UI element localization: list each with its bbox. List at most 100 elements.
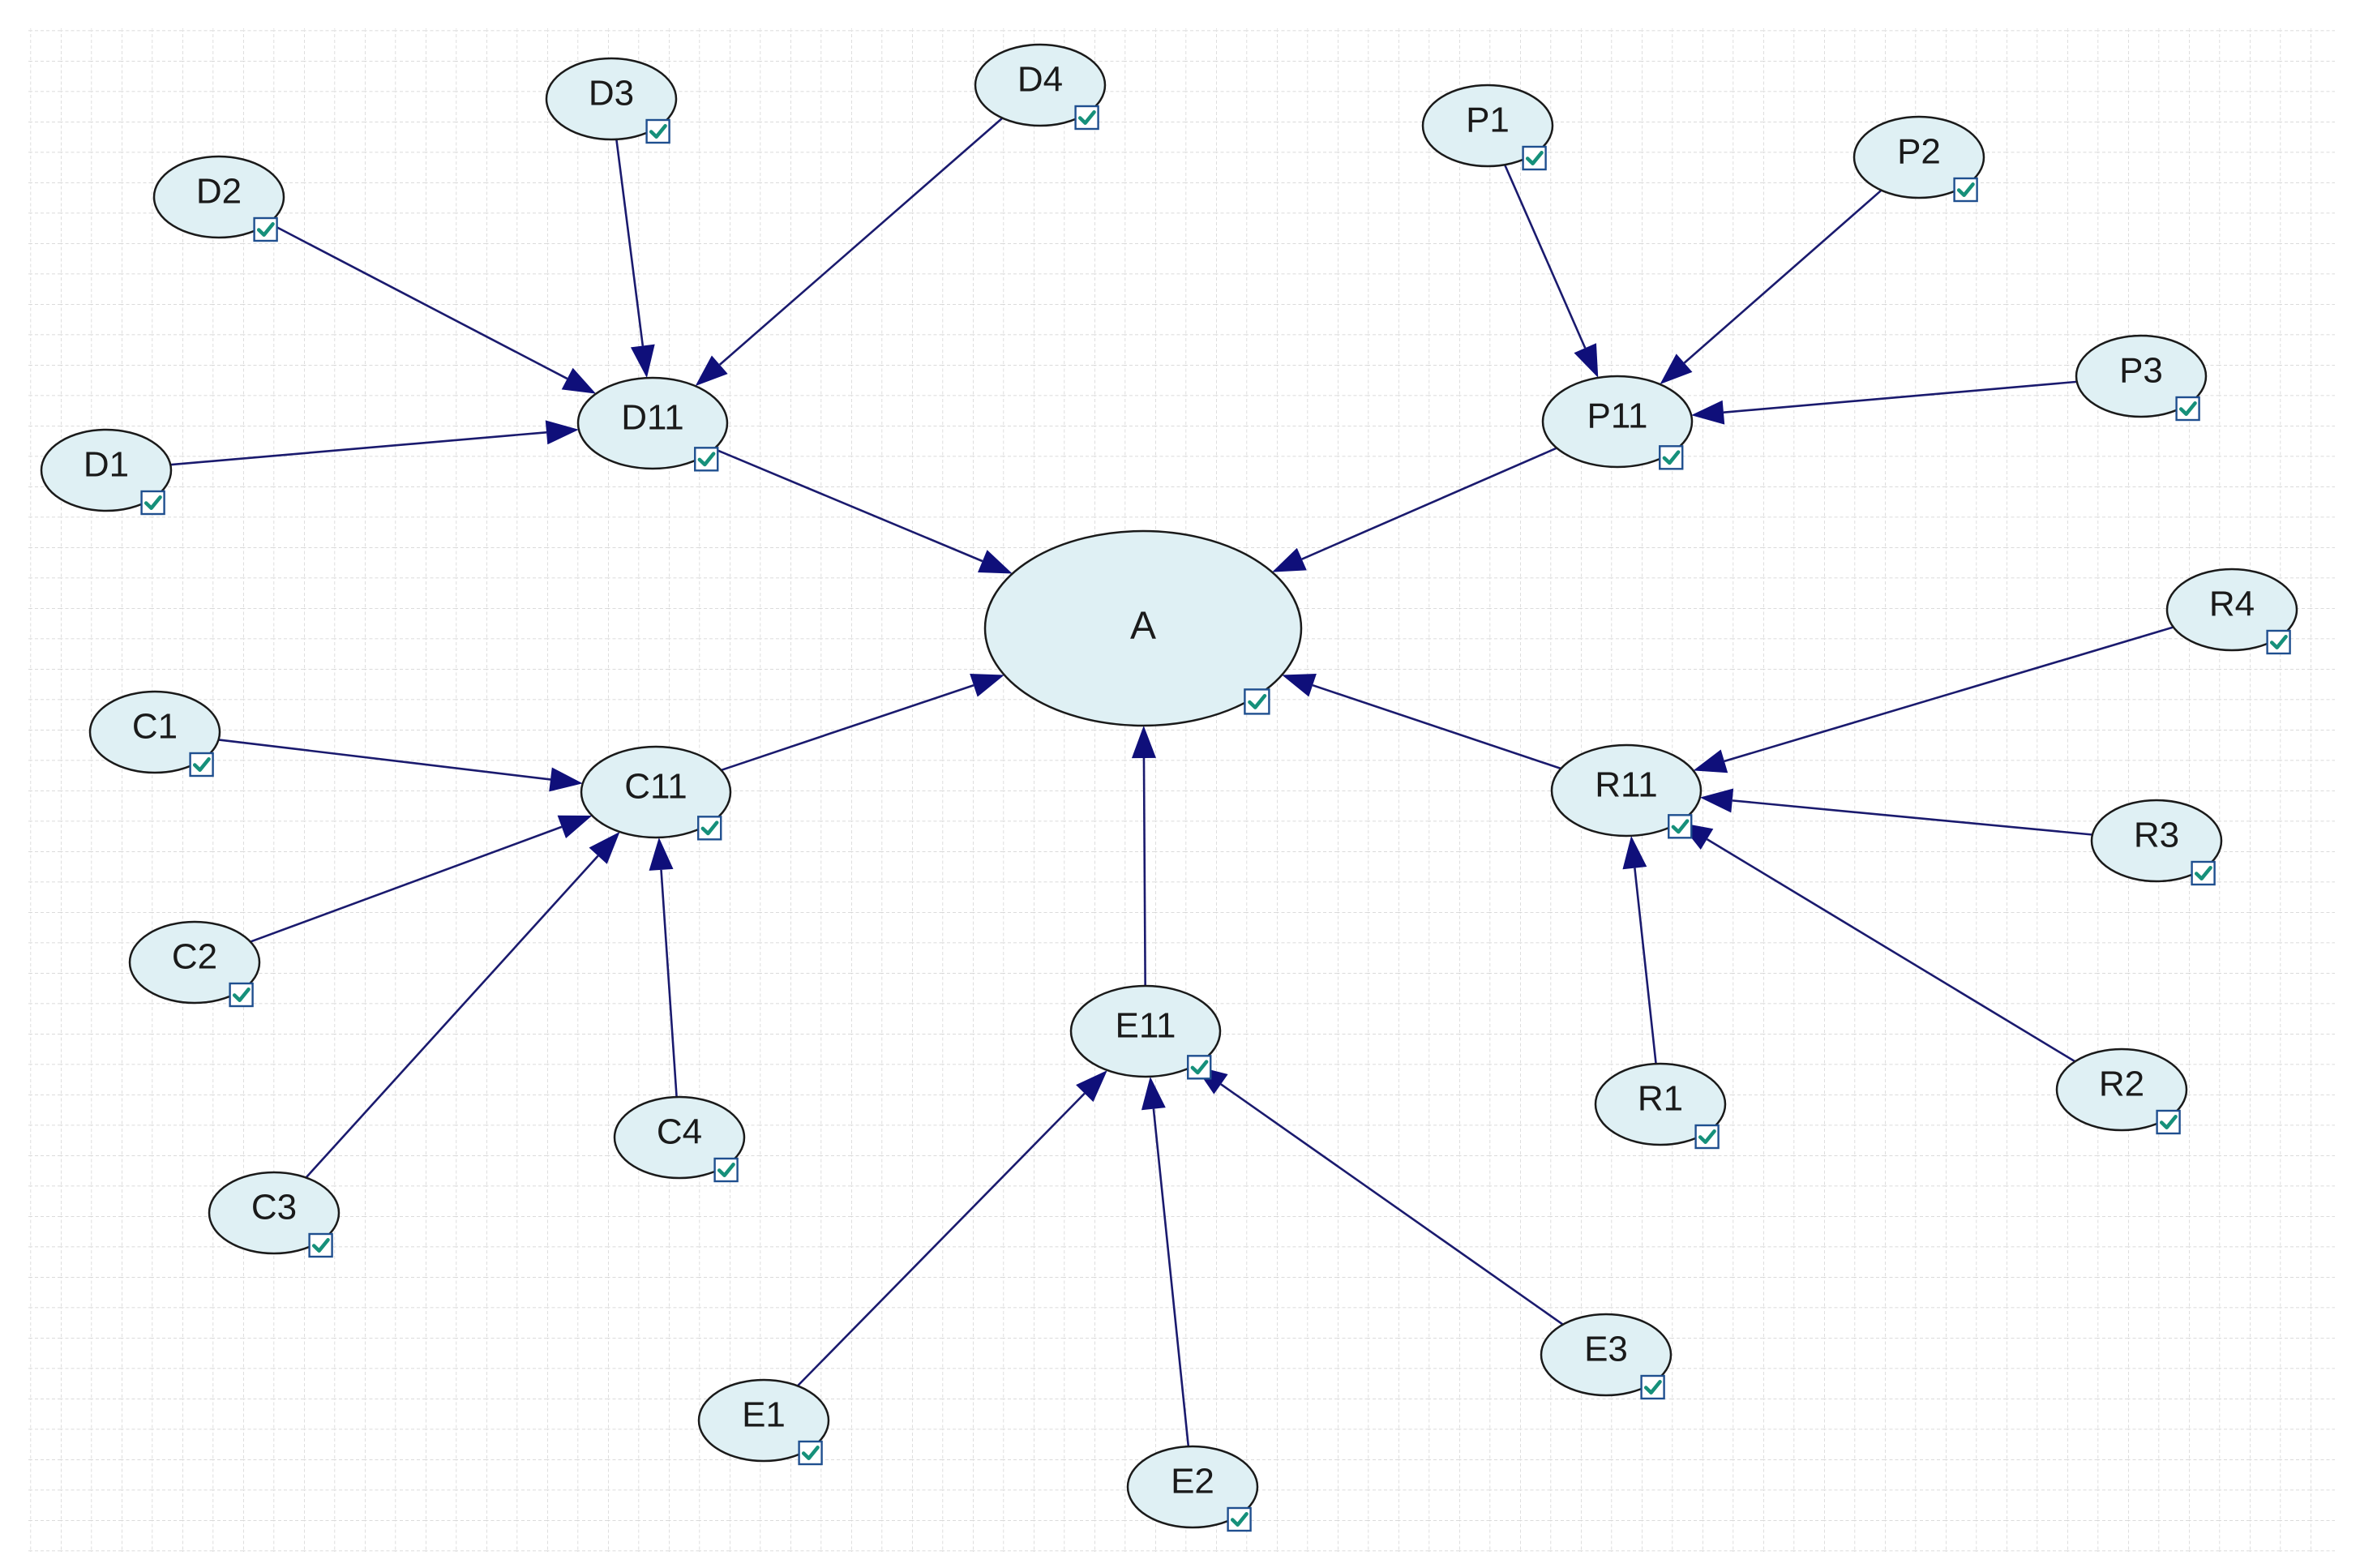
edge-line	[718, 117, 1004, 366]
checkbox-checked-icon	[140, 490, 165, 516]
edge-D11-to-A	[713, 448, 1013, 574]
checkbox-checked-icon	[1244, 688, 1270, 715]
edge-C4-to-C11	[649, 837, 678, 1098]
checkbox-checked-icon	[253, 216, 278, 242]
node-label: A	[1130, 605, 1156, 648]
checkbox-checked-icon	[229, 982, 254, 1008]
node-P11[interactable]: P11	[1541, 375, 1694, 470]
edge-P2-to-P11	[1660, 189, 1882, 385]
node-ellipse	[1540, 1313, 1673, 1397]
node-ellipse	[983, 529, 1303, 727]
arrowhead-icon	[630, 344, 655, 379]
node-C4[interactable]: C4	[613, 1095, 746, 1183]
node-label: C1	[132, 707, 178, 747]
node-D3[interactable]: D3	[545, 57, 678, 144]
edge-R11-to-A	[1282, 673, 1561, 770]
edge-line	[1634, 868, 1657, 1065]
checkbox-checked-icon	[2266, 629, 2291, 655]
edge-line	[1724, 626, 2174, 763]
node-ellipse	[128, 920, 261, 1005]
node-C2[interactable]: C2	[128, 920, 261, 1008]
node-label: E2	[1171, 1462, 1214, 1502]
node-label: E1	[742, 1395, 786, 1435]
edges-layer	[170, 117, 2174, 1447]
arrowhead-icon	[1699, 788, 1734, 813]
node-ellipse	[1069, 984, 1222, 1078]
node-ellipse	[2165, 568, 2298, 652]
edge-E11-to-A	[1131, 725, 1156, 987]
edge-line	[1732, 799, 2093, 836]
node-label: R11	[1595, 765, 1657, 805]
edge-line	[1706, 838, 2076, 1063]
checkbox-checked-icon	[713, 1157, 739, 1183]
node-D2[interactable]: D2	[152, 155, 285, 242]
node-label: P3	[2119, 351, 2163, 391]
arrowhead-icon	[1076, 1070, 1107, 1103]
node-ellipse	[1421, 84, 1554, 168]
edge-line	[713, 448, 983, 563]
node-D11[interactable]: D11	[576, 376, 729, 472]
edge-line	[1312, 683, 1561, 770]
node-ellipse	[1126, 1445, 1259, 1529]
node-ellipse	[40, 428, 173, 512]
node-P3[interactable]: P3	[2075, 334, 2208, 422]
edge-R1-to-R11	[1622, 835, 1657, 1065]
edge-D4-to-D11	[695, 117, 1004, 387]
node-E3[interactable]: E3	[1540, 1313, 1673, 1400]
node-E2[interactable]: E2	[1126, 1445, 1259, 1532]
node-ellipse	[1541, 375, 1694, 469]
node-E11[interactable]: E11	[1069, 984, 1222, 1080]
node-ellipse	[974, 43, 1107, 127]
edge-line	[218, 739, 551, 781]
arrowhead-icon	[1282, 673, 1317, 697]
node-R2[interactable]: R2	[2055, 1047, 2188, 1135]
edge-D3-to-D11	[615, 139, 655, 379]
arrowhead-icon	[557, 815, 593, 838]
arrowhead-icon	[970, 674, 1004, 697]
grid-background	[28, 28, 2335, 1553]
arrowhead-icon	[1574, 343, 1599, 378]
checkbox-checked-icon	[645, 118, 670, 144]
edge-R4-to-R11	[1693, 626, 2174, 773]
arrowhead-icon	[1622, 835, 1647, 870]
checkbox-checked-icon	[1640, 1374, 1665, 1400]
checkbox-checked-icon	[2156, 1109, 2181, 1135]
arrowhead-icon	[561, 367, 597, 394]
node-P2[interactable]: P2	[1852, 115, 1985, 203]
node-D4[interactable]: D4	[974, 43, 1107, 131]
node-A[interactable]: A	[983, 529, 1303, 727]
node-R11[interactable]: R11	[1550, 743, 1703, 839]
node-R1[interactable]: R1	[1594, 1062, 1727, 1150]
node-E1[interactable]: E1	[697, 1378, 830, 1466]
node-ellipse	[208, 1171, 341, 1255]
node-D1[interactable]: D1	[40, 428, 173, 516]
edge-line	[1723, 380, 2077, 413]
node-ellipse	[576, 376, 729, 470]
node-label: P1	[1466, 101, 1510, 140]
edge-line	[1152, 1108, 1190, 1447]
checkbox-checked-icon	[697, 816, 722, 841]
node-P1[interactable]: P1	[1421, 84, 1554, 171]
edge-P11-to-A	[1272, 447, 1557, 572]
edge-line	[268, 221, 568, 380]
edge-line	[615, 139, 645, 346]
node-C11[interactable]: C11	[580, 745, 732, 841]
edge-D2-to-D11	[268, 221, 597, 394]
node-ellipse	[1550, 743, 1703, 838]
edge-line	[250, 825, 563, 943]
checkbox-checked-icon	[1694, 1124, 1720, 1150]
edge-P1-to-P11	[1503, 164, 1599, 378]
node-C1[interactable]: C1	[88, 690, 221, 778]
node-ellipse	[1852, 115, 1985, 199]
arrowhead-icon	[1660, 353, 1693, 385]
checkbox-checked-icon	[1227, 1506, 1252, 1532]
checkbox-checked-icon	[694, 447, 719, 472]
node-label: D3	[589, 74, 634, 114]
node-R4[interactable]: R4	[2165, 568, 2298, 655]
node-label: C11	[624, 767, 687, 807]
node-R3[interactable]: R3	[2090, 799, 2223, 886]
node-label: C3	[251, 1188, 297, 1227]
node-C3[interactable]: C3	[208, 1171, 341, 1258]
node-ellipse	[152, 155, 285, 239]
